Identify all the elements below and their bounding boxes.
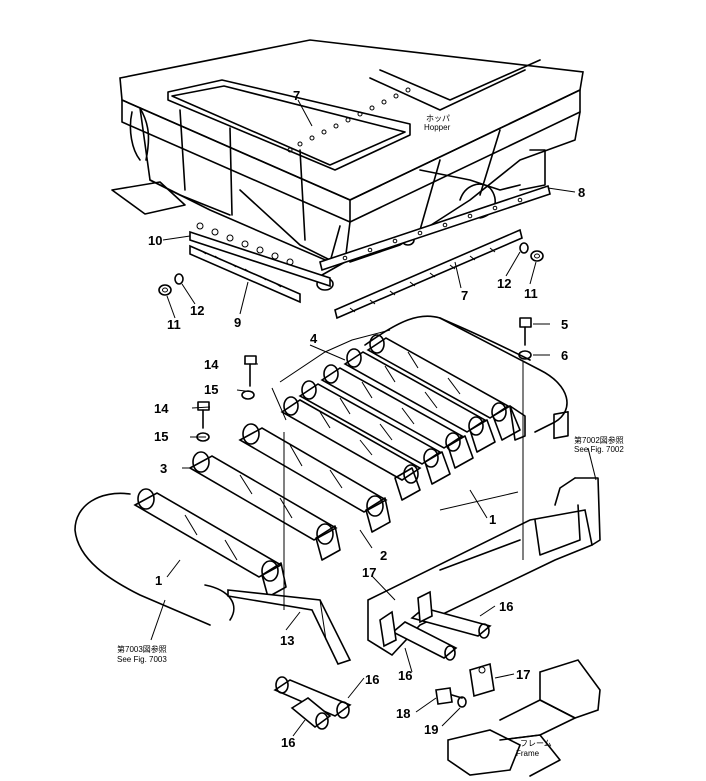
callout-13: 13 (280, 633, 294, 648)
callout-7-top: 7 (293, 88, 300, 103)
belt-lower (74, 492, 235, 626)
callout-6: 6 (561, 348, 568, 363)
washer-19 (457, 696, 467, 708)
frame-label-en: Frame (516, 749, 540, 758)
callout-8: 8 (578, 185, 585, 200)
ref-7002-en: See Fig. 7002 (574, 445, 624, 454)
callout-14-upper: 14 (204, 357, 219, 372)
bolt-14-lower (197, 401, 210, 429)
roller-assembly-2 (238, 423, 391, 533)
callout-5: 5 (561, 317, 568, 332)
callout-2: 2 (380, 548, 387, 563)
ref-7003-jp: 第7003図参照 (117, 644, 167, 654)
callout-11-left: 11 (167, 317, 181, 332)
ref-7002-jp: 第7002図参照 (574, 435, 624, 445)
callout-16-middle: 16 (398, 668, 412, 683)
ref-7003-en: See Fig. 7003 (117, 655, 167, 664)
callout-1-right: 1 (489, 512, 496, 527)
callout-18: 18 (396, 706, 410, 721)
bracket-17-upper (379, 590, 433, 648)
bolt-5 (519, 317, 532, 346)
callout-12-left: 12 (190, 303, 204, 318)
callout-4: 4 (310, 331, 318, 346)
plate-13 (227, 589, 352, 665)
callout-16-upper: 16 (499, 599, 513, 614)
bolt-14-upper (244, 355, 257, 387)
callout-1-left: 1 (155, 573, 162, 588)
callout-12-right: 12 (497, 276, 511, 291)
hopper-label-jp: ホッパ (426, 114, 450, 123)
side-plate-strips (189, 184, 551, 320)
callout-9: 9 (234, 315, 241, 330)
callout-15-lower: 15 (154, 429, 168, 444)
callout-16-bottom-right: 16 (365, 672, 379, 687)
callout-3: 3 (160, 461, 167, 476)
roller-assembly-1 (133, 488, 287, 598)
callout-10: 10 (148, 233, 162, 248)
roller-set-upper (271, 329, 526, 511)
nut-washer-right (519, 242, 544, 262)
nut-washer-left (158, 273, 184, 296)
hopper-label-en: Hopper (424, 123, 451, 132)
callout-11-right: 11 (524, 286, 538, 301)
callout-16-bottom-left: 16 (281, 735, 295, 750)
frame-label-jp: フレーム (520, 739, 552, 748)
roller-assembly-3 (188, 451, 341, 561)
leader-lines (150, 99, 597, 737)
roller-16-middle (391, 621, 458, 661)
washer-6 (518, 350, 532, 360)
callout-17-upper: 17 (362, 565, 376, 580)
roller-16-bottom-b (290, 697, 332, 730)
callout-7-bottom: 7 (461, 288, 468, 303)
callout-17-lower: 17 (516, 667, 530, 682)
hopper (111, 39, 584, 291)
callout-19: 19 (424, 722, 438, 737)
callout-15-upper: 15 (204, 382, 218, 397)
bracket-17-lower (469, 662, 495, 698)
callout-14-lower: 14 (154, 401, 169, 416)
